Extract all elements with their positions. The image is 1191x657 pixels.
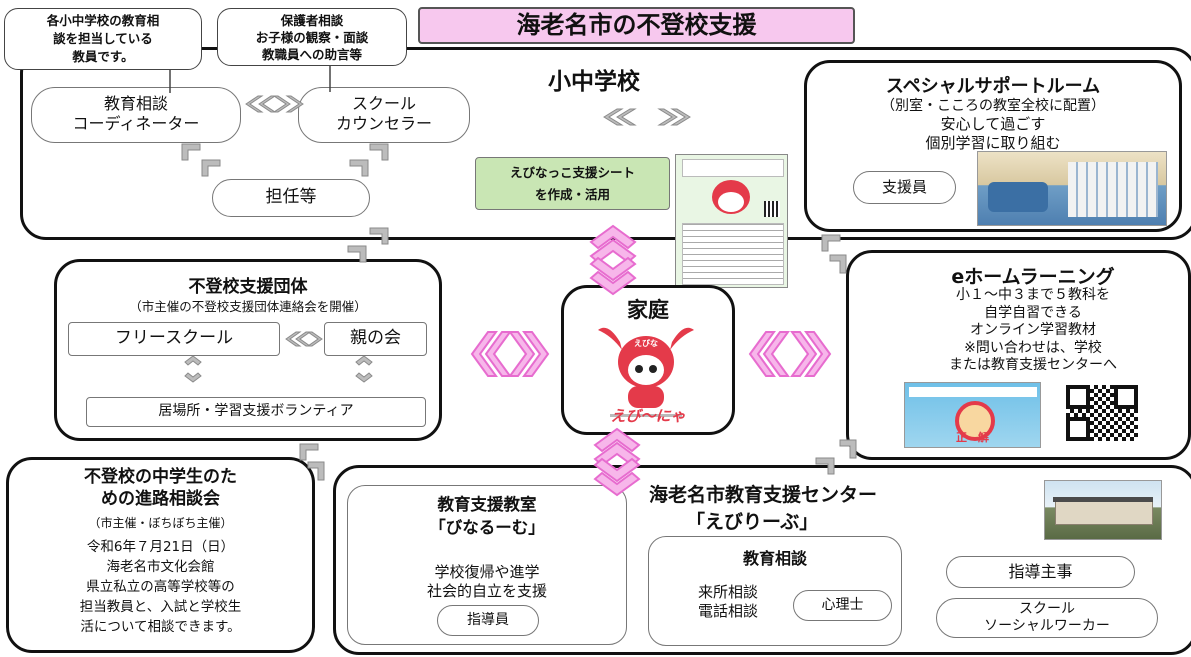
freeschool-box: フリースクール (68, 322, 280, 356)
support-groups-subtitle: （市主催の不登校支援団体連絡会を開催） (129, 299, 367, 314)
consultation-desc: 来所相談 電話相談 (697, 583, 758, 620)
elearning-screenshot (904, 382, 1041, 448)
schools-title: 小中学校 (548, 69, 640, 95)
counselor-pill: スクール カウンセラー (298, 87, 470, 143)
career-title: 不登校の中学生のた めの進路相談会 (84, 467, 237, 509)
homeroom-pill: 担任等 (212, 179, 370, 217)
classroom-title: 教育支援教室 「びなるーむ」 (429, 495, 545, 537)
career-box (6, 457, 315, 653)
parents-group-box: 親の会 (324, 322, 427, 356)
center-building-photo (1044, 480, 1162, 540)
career-subtitle: （市主催・ぼちぼち主催） (88, 516, 233, 530)
qr-code (1066, 385, 1138, 441)
support-center-title: 海老名市教育支援センター (649, 484, 878, 506)
callout-pointers (169, 66, 331, 93)
support-groups-title: 不登校支援団体 (188, 277, 308, 297)
callout-guardians: 保護者相談 お子様の観察・面談 教職員への助言等 (217, 8, 407, 66)
support-center-nickname: 「えびりーぶ」 (686, 511, 819, 533)
supervisor-pill: 指導主事 (946, 556, 1135, 588)
coordinator-pill: 教育相談 コーディネーター (31, 87, 241, 143)
career-desc: 令和6年７月21日（日） 海老名市文化会館 県立私立の高等学校等の 担当教員と、… (79, 539, 242, 635)
mascot-ebinya (598, 327, 694, 417)
special-room-staff: 支援員 (853, 171, 956, 204)
consultation-title: 教育相談 (742, 549, 807, 568)
volunteer-box: 居場所・学習支援ボランティア (86, 397, 426, 427)
elearning-desc: 小１～中３まで５教科を 自学自習できる オンライン学習教材 ※問い合わせは、学校… (949, 287, 1117, 373)
classroom-staff: 指導員 (437, 605, 539, 636)
callout-teachers: 各小中学校の教育相 談を担当している 教員です。 (4, 8, 202, 70)
elearning-screen-text: 正 解 (956, 431, 989, 444)
elearning-title: eホームラーニング (951, 266, 1115, 288)
home-title: 家庭 (627, 298, 669, 322)
mascot-name: えび～にゃ (610, 407, 686, 425)
classroom-desc: 学校復帰や進学 社会的自立を支援 (426, 563, 547, 600)
special-room-title: スペシャルサポートルーム (885, 76, 1101, 97)
support-sheet-document (675, 154, 788, 288)
psychologist-pill: 心理士 (793, 590, 892, 621)
classroom-photo (977, 151, 1167, 226)
consultation-inner-box (648, 536, 902, 646)
mascot-hat-label: えびな (634, 339, 658, 348)
page-title: 海老名市の不登校支援 (418, 7, 855, 44)
classroom-inner-box (347, 485, 627, 645)
social-worker-pill: スクール ソーシャルワーカー (936, 598, 1158, 638)
special-room-desc: 安心して過ごす 個別学習に取り組む (925, 115, 1061, 152)
support-sheet-label: えびなっこ支援シート を作成・活用 (475, 157, 670, 210)
special-room-subtitle: （別室・こころの教室全校に配置） (881, 98, 1105, 114)
